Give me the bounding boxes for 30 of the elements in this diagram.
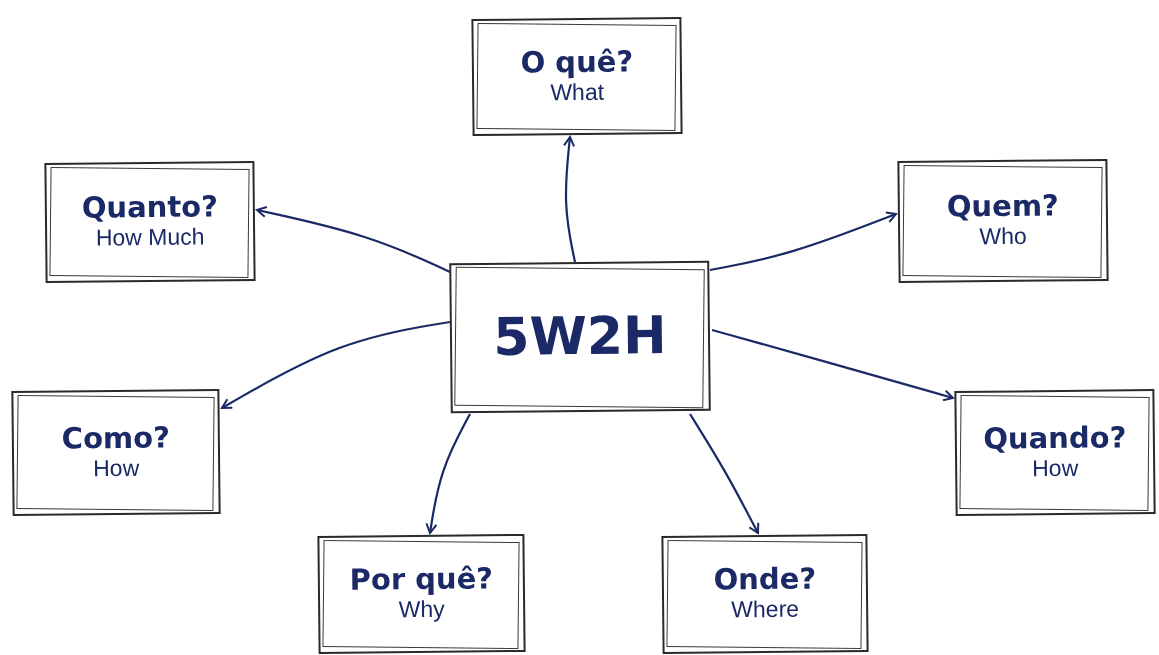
heading: Quem? [946, 190, 1059, 224]
heading: Onde? [713, 563, 817, 597]
question-box [44, 160, 256, 284]
heading: O quê? [520, 46, 634, 80]
question-box [897, 158, 1109, 284]
curved-arrow [689, 413, 760, 534]
question-box [661, 533, 869, 655]
curved-arrow [221, 320, 451, 409]
heading: Como? [61, 422, 171, 456]
central-box [449, 260, 711, 414]
curved-arrow [711, 328, 954, 402]
heading: Quando? [983, 422, 1127, 456]
curved-arrow [425, 413, 471, 534]
curved-arrow [256, 206, 451, 273]
subtitle: Who [979, 222, 1027, 251]
heading: Por quê? [349, 563, 494, 597]
subtitle: How [1032, 454, 1079, 483]
heading: 5W2H [493, 307, 667, 367]
heading: Quanto? [81, 191, 219, 225]
question-box [317, 533, 526, 655]
question-box [471, 16, 683, 137]
subtitle: What [550, 78, 605, 107]
question-box [11, 388, 221, 517]
curved-arrow [563, 136, 577, 263]
question-box [954, 388, 1156, 517]
curved-arrow [709, 211, 897, 272]
subtitle: Where [731, 595, 800, 625]
subtitle: How [93, 454, 140, 483]
subtitle: Why [398, 595, 445, 624]
subtitle: How Much [95, 223, 205, 253]
